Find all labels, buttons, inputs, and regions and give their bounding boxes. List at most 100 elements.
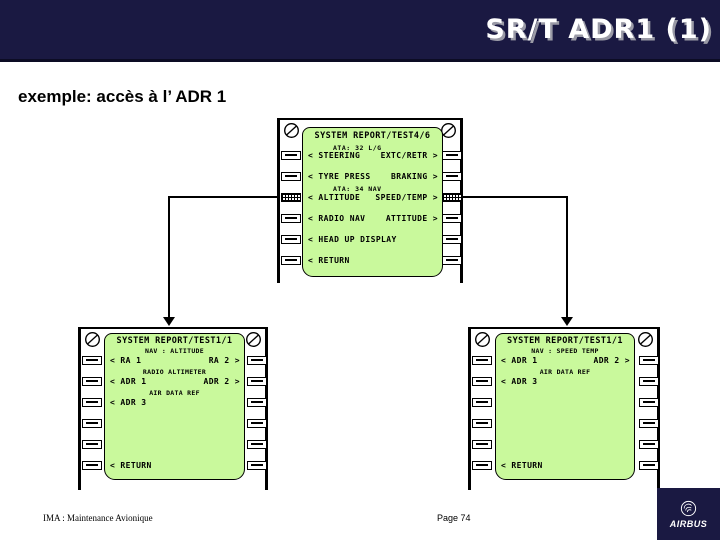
screen-row: < ADR 1 ADR 2 > xyxy=(110,377,240,387)
lsk-left-4[interactable] xyxy=(82,419,102,428)
brightness-knob-icon[interactable] xyxy=(84,331,101,348)
lsk-left-1[interactable] xyxy=(82,356,102,365)
connector-right-vertical xyxy=(566,196,568,318)
slide-title: SR/T ADR1 (1) xyxy=(485,14,712,45)
lsk-left-6[interactable] xyxy=(281,256,301,265)
bezel-left-edge xyxy=(277,118,280,283)
page-indicator: 1/1 xyxy=(606,336,623,346)
lsk-label-right: SPEED/TEMP > xyxy=(375,193,438,202)
slide-header: SR/T ADR1 (1) xyxy=(0,0,720,62)
connector-left-vertical xyxy=(168,196,170,318)
lsk-label-left: < ADR 3 xyxy=(501,377,538,386)
lsk-left-2[interactable] xyxy=(472,377,492,386)
lsk-right-3[interactable] xyxy=(639,398,659,407)
bezel-left-edge xyxy=(468,327,471,490)
lsk-right-2[interactable] xyxy=(442,172,462,181)
screen-row: < RETURN xyxy=(308,256,438,266)
lsk-label-left: < RETURN xyxy=(110,461,152,470)
page-indicator: 4/6 xyxy=(413,131,431,141)
airbus-swirl-icon xyxy=(680,500,697,517)
brightness-knob-icon[interactable] xyxy=(474,331,491,348)
connector-left-horizontal xyxy=(168,196,278,198)
brightness-knob-icon[interactable] xyxy=(283,122,300,139)
lsk-label-left: < RA 1 xyxy=(110,356,142,365)
lsk-right-2[interactable] xyxy=(247,377,267,386)
arrowhead-down-icon xyxy=(561,317,573,326)
group-label: RADIO ALTIMETER xyxy=(142,368,207,376)
mcdu-screen-top: SYSTEM REPORT/TEST4/6 ATA: 32 L/G < STEE… xyxy=(302,127,443,277)
airbus-wordmark: AIRBUS xyxy=(669,519,708,529)
connector-right-horizontal xyxy=(463,196,568,198)
lsk-right-4[interactable] xyxy=(247,419,267,428)
lsk-right-1[interactable] xyxy=(442,151,462,160)
lsk-label-left: < TYRE PRESS xyxy=(308,172,371,181)
ata-chapter-label: ATA: 34 NAV xyxy=(333,185,382,193)
lsk-left-5[interactable] xyxy=(82,440,102,449)
ata-chapter-label: ATA: 32 L/G xyxy=(333,144,382,152)
bezel-right-edge xyxy=(265,327,268,490)
lsk-right-1[interactable] xyxy=(247,356,267,365)
screen-title: SYSTEM REPORT/TEST1/1 xyxy=(507,336,623,346)
group-label: AIR DATA REF xyxy=(149,389,200,397)
screen-subtitle: NAV : ALTITUDE xyxy=(145,347,204,355)
lsk-left-2[interactable] xyxy=(82,377,102,386)
lsk-left-1[interactable] xyxy=(472,356,492,365)
lsk-label-left: < RETURN xyxy=(501,461,543,470)
lsk-label-left: < ADR 1 xyxy=(501,356,538,365)
lsk-right-5[interactable] xyxy=(639,440,659,449)
lsk-right-2[interactable] xyxy=(639,377,659,386)
lsk-left-3[interactable] xyxy=(82,398,102,407)
brightness-knob-icon[interactable] xyxy=(637,331,654,348)
mcdu-unit-bottom-left: SYSTEM REPORT/TEST1/1 NAV : ALTITUDE < R… xyxy=(78,327,268,490)
lsk-right-4[interactable] xyxy=(639,419,659,428)
footer-page-number: Page 74 xyxy=(437,513,471,523)
lsk-left-2[interactable] xyxy=(281,172,301,181)
lsk-right-1[interactable] xyxy=(639,356,659,365)
screen-row: < ALTITUDE SPEED/TEMP > xyxy=(308,193,438,203)
lsk-left-3-pressed[interactable] xyxy=(281,193,301,202)
lsk-right-6[interactable] xyxy=(247,461,267,470)
page-indicator: 1/1 xyxy=(215,336,233,346)
lsk-right-6[interactable] xyxy=(442,256,462,265)
screen-row: < ADR 3 xyxy=(501,377,630,387)
lsk-label-right: ADR 2 > xyxy=(203,377,240,386)
airbus-logo: AIRBUS xyxy=(657,488,720,540)
lsk-left-6[interactable] xyxy=(82,461,102,470)
lsk-left-5[interactable] xyxy=(281,235,301,244)
brightness-knob-icon[interactable] xyxy=(245,331,262,348)
screen-subtitle: NAV : SPEED TEMP xyxy=(531,347,599,355)
lsk-right-3-pressed[interactable] xyxy=(442,193,462,202)
lsk-left-4[interactable] xyxy=(472,419,492,428)
screen-row: < HEAD UP DISPLAY xyxy=(308,235,438,245)
bezel-top-edge xyxy=(277,118,463,120)
lsk-right-6[interactable] xyxy=(639,461,659,470)
bezel-top-edge xyxy=(468,327,660,329)
lsk-left-4[interactable] xyxy=(281,214,301,223)
lsk-left-1[interactable] xyxy=(281,151,301,160)
screen-row: < RETURN xyxy=(501,461,630,471)
arrowhead-down-icon xyxy=(163,317,175,326)
lsk-label-left: < ADR 1 xyxy=(110,377,147,386)
lsk-label-left: < RADIO NAV xyxy=(308,214,366,223)
lsk-right-5[interactable] xyxy=(442,235,462,244)
example-caption: exemple: accès à l’ ADR 1 xyxy=(18,87,227,106)
mcdu-screen-bottom-right: SYSTEM REPORT/TEST1/1 NAV : SPEED TEMP <… xyxy=(495,333,635,480)
screen-title: SYSTEM REPORT/TEST4/6 xyxy=(314,131,431,141)
lsk-right-3[interactable] xyxy=(247,398,267,407)
bezel-left-edge xyxy=(78,327,81,490)
lsk-label-left: < ALTITUDE xyxy=(308,193,361,202)
mcdu-unit-bottom-right: SYSTEM REPORT/TEST1/1 NAV : SPEED TEMP <… xyxy=(468,327,660,490)
lsk-label-right: EXTC/RETR > xyxy=(380,151,438,160)
lsk-left-6[interactable] xyxy=(472,461,492,470)
lsk-left-5[interactable] xyxy=(472,440,492,449)
mcdu-unit-top: SYSTEM REPORT/TEST4/6 ATA: 32 L/G < STEE… xyxy=(277,118,463,283)
screen-row: < RETURN xyxy=(110,461,240,471)
lsk-right-5[interactable] xyxy=(247,440,267,449)
lsk-left-3[interactable] xyxy=(472,398,492,407)
lsk-label-left: < STEERING xyxy=(308,151,361,160)
lsk-right-4[interactable] xyxy=(442,214,462,223)
